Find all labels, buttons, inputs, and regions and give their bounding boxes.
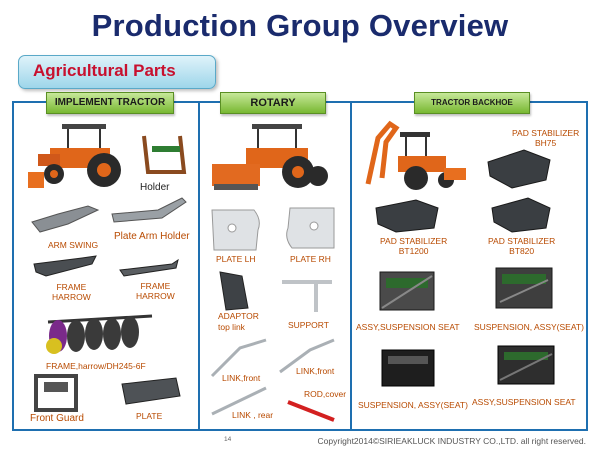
arm-swing-label: ARM SWING xyxy=(48,240,99,250)
pad-stabilizer-bt820-image xyxy=(491,197,551,233)
plate-arm-holder-label: Plate Arm Holder xyxy=(114,231,190,242)
plate-lh-image xyxy=(211,209,260,251)
category-badge: Agricultural Parts xyxy=(18,55,216,89)
adaptor-top-link-image xyxy=(219,271,249,311)
frame-harrow-label: FRAME HARROW xyxy=(136,281,175,301)
assy-suspension-seat-label: ASSY,SUSPENSION SEAT xyxy=(356,322,460,332)
frame-harrow-image xyxy=(119,258,179,277)
section-implement-tractor: IMPLEMENT TRACTOR xyxy=(46,92,174,114)
support-image xyxy=(282,280,332,312)
plate-label: PLATE xyxy=(136,411,163,421)
pad-stabilizer-bt820-label: PAD STABILIZER BT820 xyxy=(488,236,556,256)
pad-stabilizer-bh75-label: PAD STABILIZER BH75 xyxy=(512,128,580,148)
category-badge-label: Agricultural Parts xyxy=(33,61,176,80)
suspension-seat-image xyxy=(381,349,435,387)
pad-stabilizer-bt1200-label: PAD STABILIZER BT1200 xyxy=(380,236,448,256)
plate-rh-image xyxy=(286,207,335,249)
plate-rh-label: PLATE RH xyxy=(290,254,331,264)
plate-lh-label: PLATE LH xyxy=(216,254,256,264)
holder-label: Holder xyxy=(140,182,170,193)
link-front-label: LINK,front xyxy=(222,373,261,383)
link-front-image xyxy=(210,338,267,378)
frame-harrow-image xyxy=(33,255,97,277)
link-front-image xyxy=(279,338,335,374)
page-title: Production Group Overview xyxy=(91,8,509,43)
suspension-assy-seat-label: SUSPENSION, ASSY(SEAT) xyxy=(474,322,584,332)
link-rear-image xyxy=(211,386,267,416)
frame-harrow-dh245-label: FRAME,harrow/DH245-6F xyxy=(46,361,146,371)
plate-image xyxy=(121,377,181,405)
pad-stabilizer-bh75-image xyxy=(487,149,551,189)
tractor-backhoe-image xyxy=(365,120,466,190)
support-label: SUPPORT xyxy=(288,320,329,330)
disc-harrow-image xyxy=(46,314,153,354)
section-rotary: ROTARY xyxy=(220,92,326,114)
tractor-with-rotary-image xyxy=(212,124,328,190)
plate-arm-holder-image xyxy=(111,197,187,223)
pad-stabilizer-bt1200-image xyxy=(375,199,439,233)
rod-cover-image xyxy=(287,400,335,422)
page-number: 14 xyxy=(224,436,232,443)
link-front-label: LINK,front xyxy=(296,366,335,376)
column-divider xyxy=(350,101,352,431)
rod-cover-label: ROD,cover xyxy=(304,389,347,399)
front-guard-label: Front Guard xyxy=(30,413,84,424)
column-divider xyxy=(198,101,200,431)
front-guard-image xyxy=(34,374,78,412)
suspension-seat-image xyxy=(497,345,555,385)
section-tractor-backhoe: TRACTOR BACKHOE xyxy=(414,92,530,114)
link-rear-label: LINK , rear xyxy=(232,410,274,420)
suspension-assy-seat-label: SUSPENSION, ASSY(SEAT) xyxy=(358,400,468,410)
copyright-notice: Copyright2014©SIRIEAKLUCK INDUSTRY CO.,L… xyxy=(317,436,586,446)
arm-swing-image xyxy=(31,205,100,233)
adaptor-top-link-label: ADAPTOR top link xyxy=(218,311,259,332)
suspension-seat-image xyxy=(495,267,553,309)
holder-image xyxy=(142,135,187,174)
assy-suspension-seat-label: ASSY,SUSPENSION SEAT xyxy=(472,397,576,407)
tractor-with-blade-image xyxy=(28,124,121,188)
suspension-seat-image xyxy=(379,271,435,311)
frame-harrow-label: FRAME HARROW xyxy=(52,282,91,302)
